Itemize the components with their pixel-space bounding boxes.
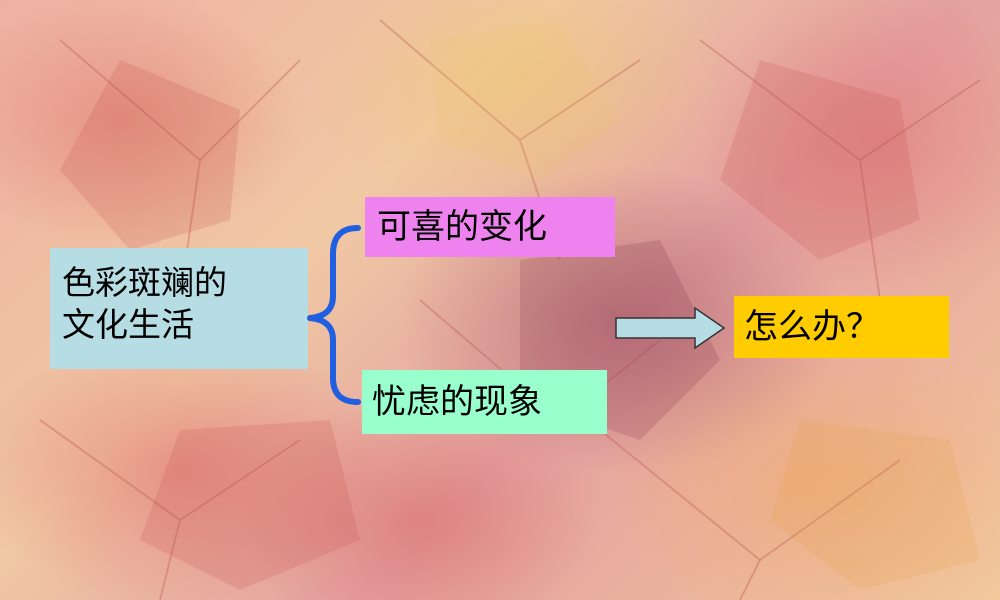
curly-brace bbox=[307, 225, 361, 405]
worrying-phenomena-box: 忧虑的现象 bbox=[362, 370, 607, 434]
root-topic-line-1: 色彩斑斓的 bbox=[62, 263, 227, 302]
what-to-do-box: 怎么办？ bbox=[734, 296, 949, 358]
root-topic-line-2: 文化生活 bbox=[62, 305, 194, 344]
positive-changes-box: 可喜的变化 bbox=[365, 197, 615, 257]
root-topic-box: 色彩斑斓的 文化生活 bbox=[50, 248, 308, 369]
right-arrow bbox=[615, 306, 726, 350]
